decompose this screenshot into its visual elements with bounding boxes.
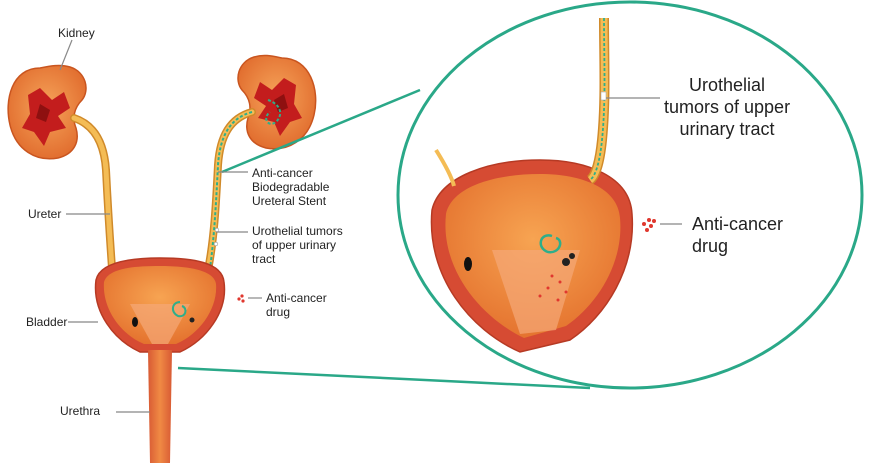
label-drug: Anti-cancer drug <box>266 291 327 319</box>
bladder <box>96 258 225 352</box>
zoom-label-drug-line1: Anti-cancer <box>692 213 783 235</box>
zoom-label-drug-line2: drug <box>692 235 783 257</box>
label-stent-line3: Ureteral Stent <box>252 194 329 208</box>
label-tumor-line2: of upper urinary <box>252 238 343 252</box>
zoom-label-tumor: Urothelial tumors of upper urinary tract <box>664 74 790 140</box>
zoomed-tumor-mark <box>601 92 606 100</box>
left-kidney <box>8 65 86 158</box>
zoom-label-tumor-line3: urinary tract <box>664 118 790 140</box>
zoom-label-drug: Anti-cancer drug <box>692 213 783 257</box>
zoom-label-tumor-line1: Urothelial <box>664 74 790 96</box>
label-tumor-line1: Urothelial tumors <box>252 224 343 238</box>
label-ureter: Ureter <box>28 207 61 221</box>
left-ureter <box>74 118 112 268</box>
label-urethra: Urethra <box>60 404 100 418</box>
label-stent-line2: Biodegradable <box>252 180 329 194</box>
right-ureter <box>208 112 252 270</box>
label-tumor: Urothelial tumors of upper urinary tract <box>252 224 343 266</box>
drug-icon <box>237 294 244 302</box>
zoom-label-tumor-line2: tumors of upper <box>664 96 790 118</box>
label-kidney: Kidney <box>58 26 95 40</box>
urethra <box>148 350 172 463</box>
label-stent-line1: Anti-cancer <box>252 166 329 180</box>
label-bladder: Bladder <box>26 315 67 329</box>
right-kidney <box>238 55 316 148</box>
label-tumor-line3: tract <box>252 252 343 266</box>
label-drug-line1: Anti-cancer <box>266 291 327 305</box>
label-drug-line2: drug <box>266 305 327 319</box>
label-stent: Anti-cancer Biodegradable Ureteral Stent <box>252 166 329 208</box>
